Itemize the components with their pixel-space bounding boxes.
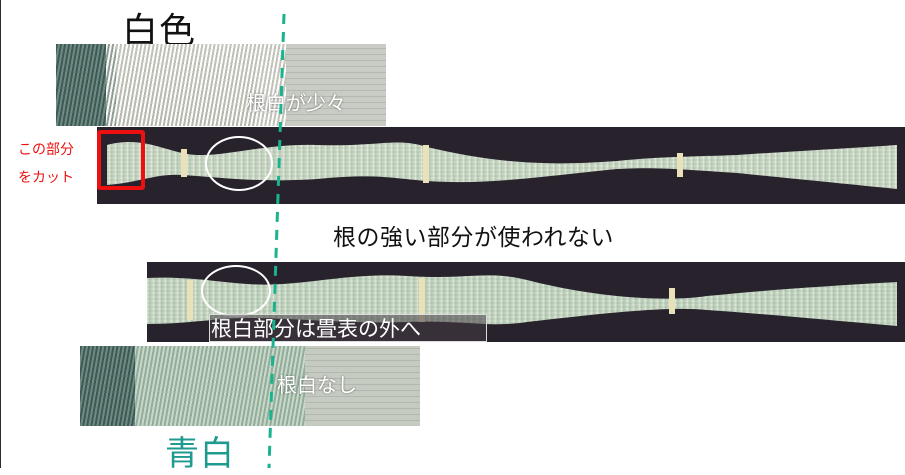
title-bluewhite: 青白 — [165, 434, 235, 474]
root-white-circle-1 — [205, 136, 273, 191]
left-border-line — [0, 0, 1, 468]
caption-root-part-outside: 根白部分は畳表の外へ — [209, 314, 487, 342]
caption-no-root-white: 根白なし — [277, 373, 357, 397]
strong-root-unused-text: 根の強い部分が使われない — [333, 225, 614, 251]
rush-fibers-bluewhite — [135, 346, 305, 426]
tatami-mat-surface-2 — [285, 346, 420, 426]
tatami-edge-dark-2 — [80, 346, 140, 426]
cut-label-line-1: この部分 — [18, 142, 74, 158]
cut-label-line-2: をカット — [18, 170, 74, 186]
rush-bundle-graphic-2 — [147, 275, 897, 326]
tatami-photo-bluewhite — [80, 346, 420, 426]
cut-highlight-box — [97, 130, 145, 190]
caption-root-white-little: 根白が少々 — [246, 91, 346, 115]
tatami-photo-white — [56, 44, 386, 126]
rush-fibers-white — [106, 44, 286, 126]
rush-bundle-graphic-1 — [107, 142, 897, 189]
